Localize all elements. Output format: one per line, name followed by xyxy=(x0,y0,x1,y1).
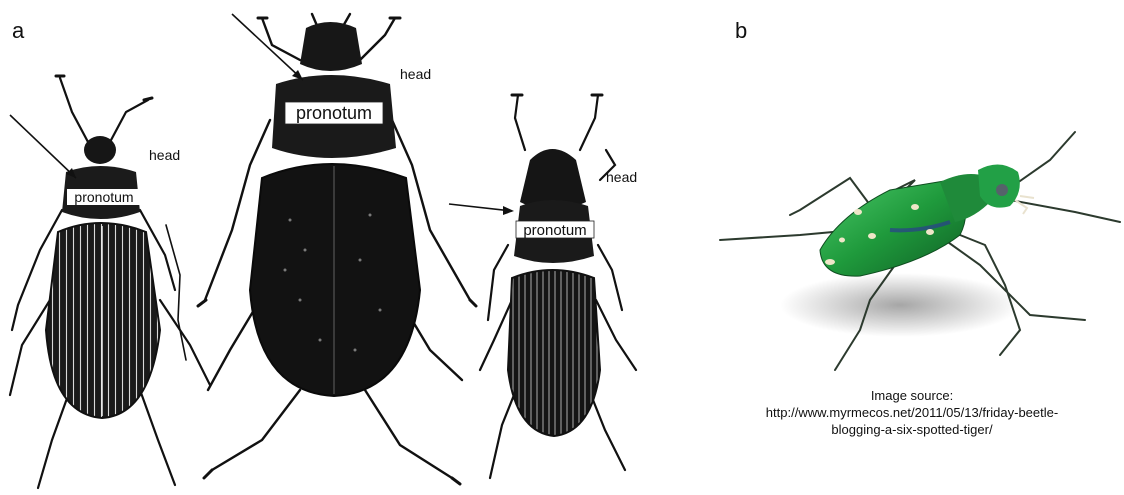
image-source-label: Image source: xyxy=(700,387,1124,404)
tiger-beetle-elytra xyxy=(820,180,966,276)
beetle-2-head-label: head xyxy=(400,66,431,82)
beetle-3-antenna-right xyxy=(580,95,598,150)
beetle-3-body xyxy=(508,149,600,436)
beetle-1-pointer-arrow xyxy=(10,115,76,178)
beetle-1-head-label: head xyxy=(149,147,180,163)
beetle-3-elytra xyxy=(508,270,600,436)
image-source-url-line-2: blogging-a-six-spotted-tiger/ xyxy=(700,421,1124,438)
beetle-3-pointer-arrow xyxy=(449,204,512,211)
tiger-beetle-eye xyxy=(996,184,1008,196)
beetle-1-head xyxy=(84,136,116,164)
beetle-2-antenna-right xyxy=(360,18,395,60)
tiger-beetle-photo xyxy=(720,132,1120,370)
beetle-1-leg xyxy=(140,390,175,485)
beetle-1-antenna-left xyxy=(60,78,88,142)
beetle-2-elytra xyxy=(250,164,420,396)
beetle-2-body xyxy=(250,22,420,396)
beetle-1-pronotum-label: pronotum xyxy=(74,189,133,205)
beetle-1-leg xyxy=(160,300,210,385)
image-source-caption: Image source: http://www.myrmecos.net/20… xyxy=(700,387,1124,438)
beetle-3-pronotum-label: pronotum xyxy=(523,222,586,239)
beetle-3-head-label: head xyxy=(606,169,637,185)
tiger-beetle-shadow xyxy=(780,273,1020,337)
image-source-url-line-1: http://www.myrmecos.net/2011/05/13/frida… xyxy=(700,404,1124,421)
beetle-2-pronotum-label: pronotum xyxy=(296,103,372,123)
beetle-2-head xyxy=(300,22,362,71)
beetle-1-body xyxy=(46,136,160,418)
beetle-2-leg xyxy=(212,390,300,470)
beetle-1-elytra xyxy=(46,223,160,418)
beetle-3-leg xyxy=(488,245,508,320)
tiger-beetle-mandibles xyxy=(1015,196,1034,214)
beetle-3-leg xyxy=(596,300,636,370)
beetle-2-antenna-left xyxy=(262,18,300,60)
beetle-3-antenna-left xyxy=(515,95,525,150)
beetle-3-leg xyxy=(598,245,622,310)
beetle-1-antenna-right xyxy=(110,100,148,142)
beetle-2-pointer-arrow xyxy=(232,14,303,80)
beetle-3-leg xyxy=(480,300,512,370)
beetle-2-leg xyxy=(365,390,452,478)
beetle-1-leg xyxy=(38,390,70,488)
